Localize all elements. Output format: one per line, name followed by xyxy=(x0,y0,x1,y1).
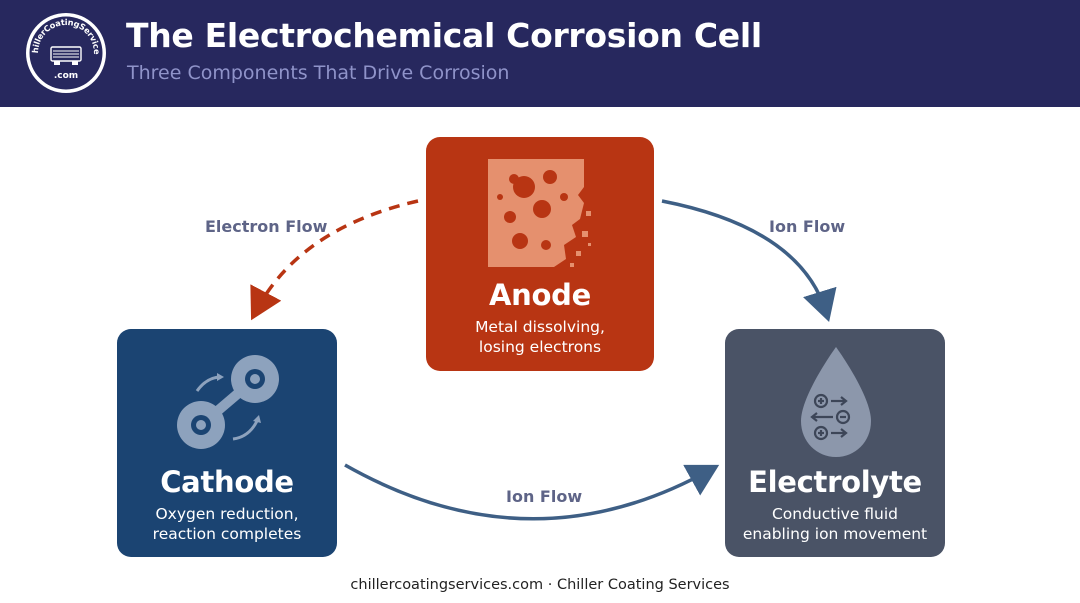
electron-flow-arrow xyxy=(250,199,419,321)
page-title: The Electrochemical Corrosion Cell xyxy=(126,16,762,55)
page-subtitle: Three Components That Drive Corrosion xyxy=(127,62,510,84)
corroded-metal-icon xyxy=(488,159,591,267)
ion-flow-arrow-top xyxy=(661,199,837,323)
anode-desc-line1: Metal dissolving, xyxy=(475,318,605,336)
anode-card: Anode Metal dissolving, losing electrons xyxy=(426,137,654,371)
ion-droplet-icon xyxy=(801,347,871,457)
cathode-title: Cathode xyxy=(160,465,294,499)
electrolyte-desc-line1: Conductive fluid xyxy=(771,505,899,523)
footer-credit: chillercoatingservices.com · Chiller Coa… xyxy=(350,577,730,593)
cathode-card: Cathode Oxygen reduction, reaction compl… xyxy=(117,329,337,557)
ion-flow-arrow-bottom xyxy=(344,463,720,521)
ion-flow-top-label: Ion Flow xyxy=(769,217,846,236)
electrolyte-card: Electrolyte Conductive fluid enabling io… xyxy=(725,329,945,557)
cathode-desc-line1: Oxygen reduction, xyxy=(155,505,299,523)
molecule-reduction-icon xyxy=(177,355,279,449)
electrolyte-title: Electrolyte xyxy=(748,465,922,499)
anode-desc-line2: losing electrons xyxy=(478,338,602,356)
ion-flow-bottom-label: Ion Flow xyxy=(506,487,583,506)
electron-flow-label: Electron Flow xyxy=(205,217,328,236)
cathode-desc-line2: reaction completes xyxy=(152,525,302,543)
anode-title: Anode xyxy=(489,278,591,312)
logo-bottom-text: .com xyxy=(54,71,78,81)
electrolyte-desc-line2: enabling ion movement xyxy=(742,525,928,543)
